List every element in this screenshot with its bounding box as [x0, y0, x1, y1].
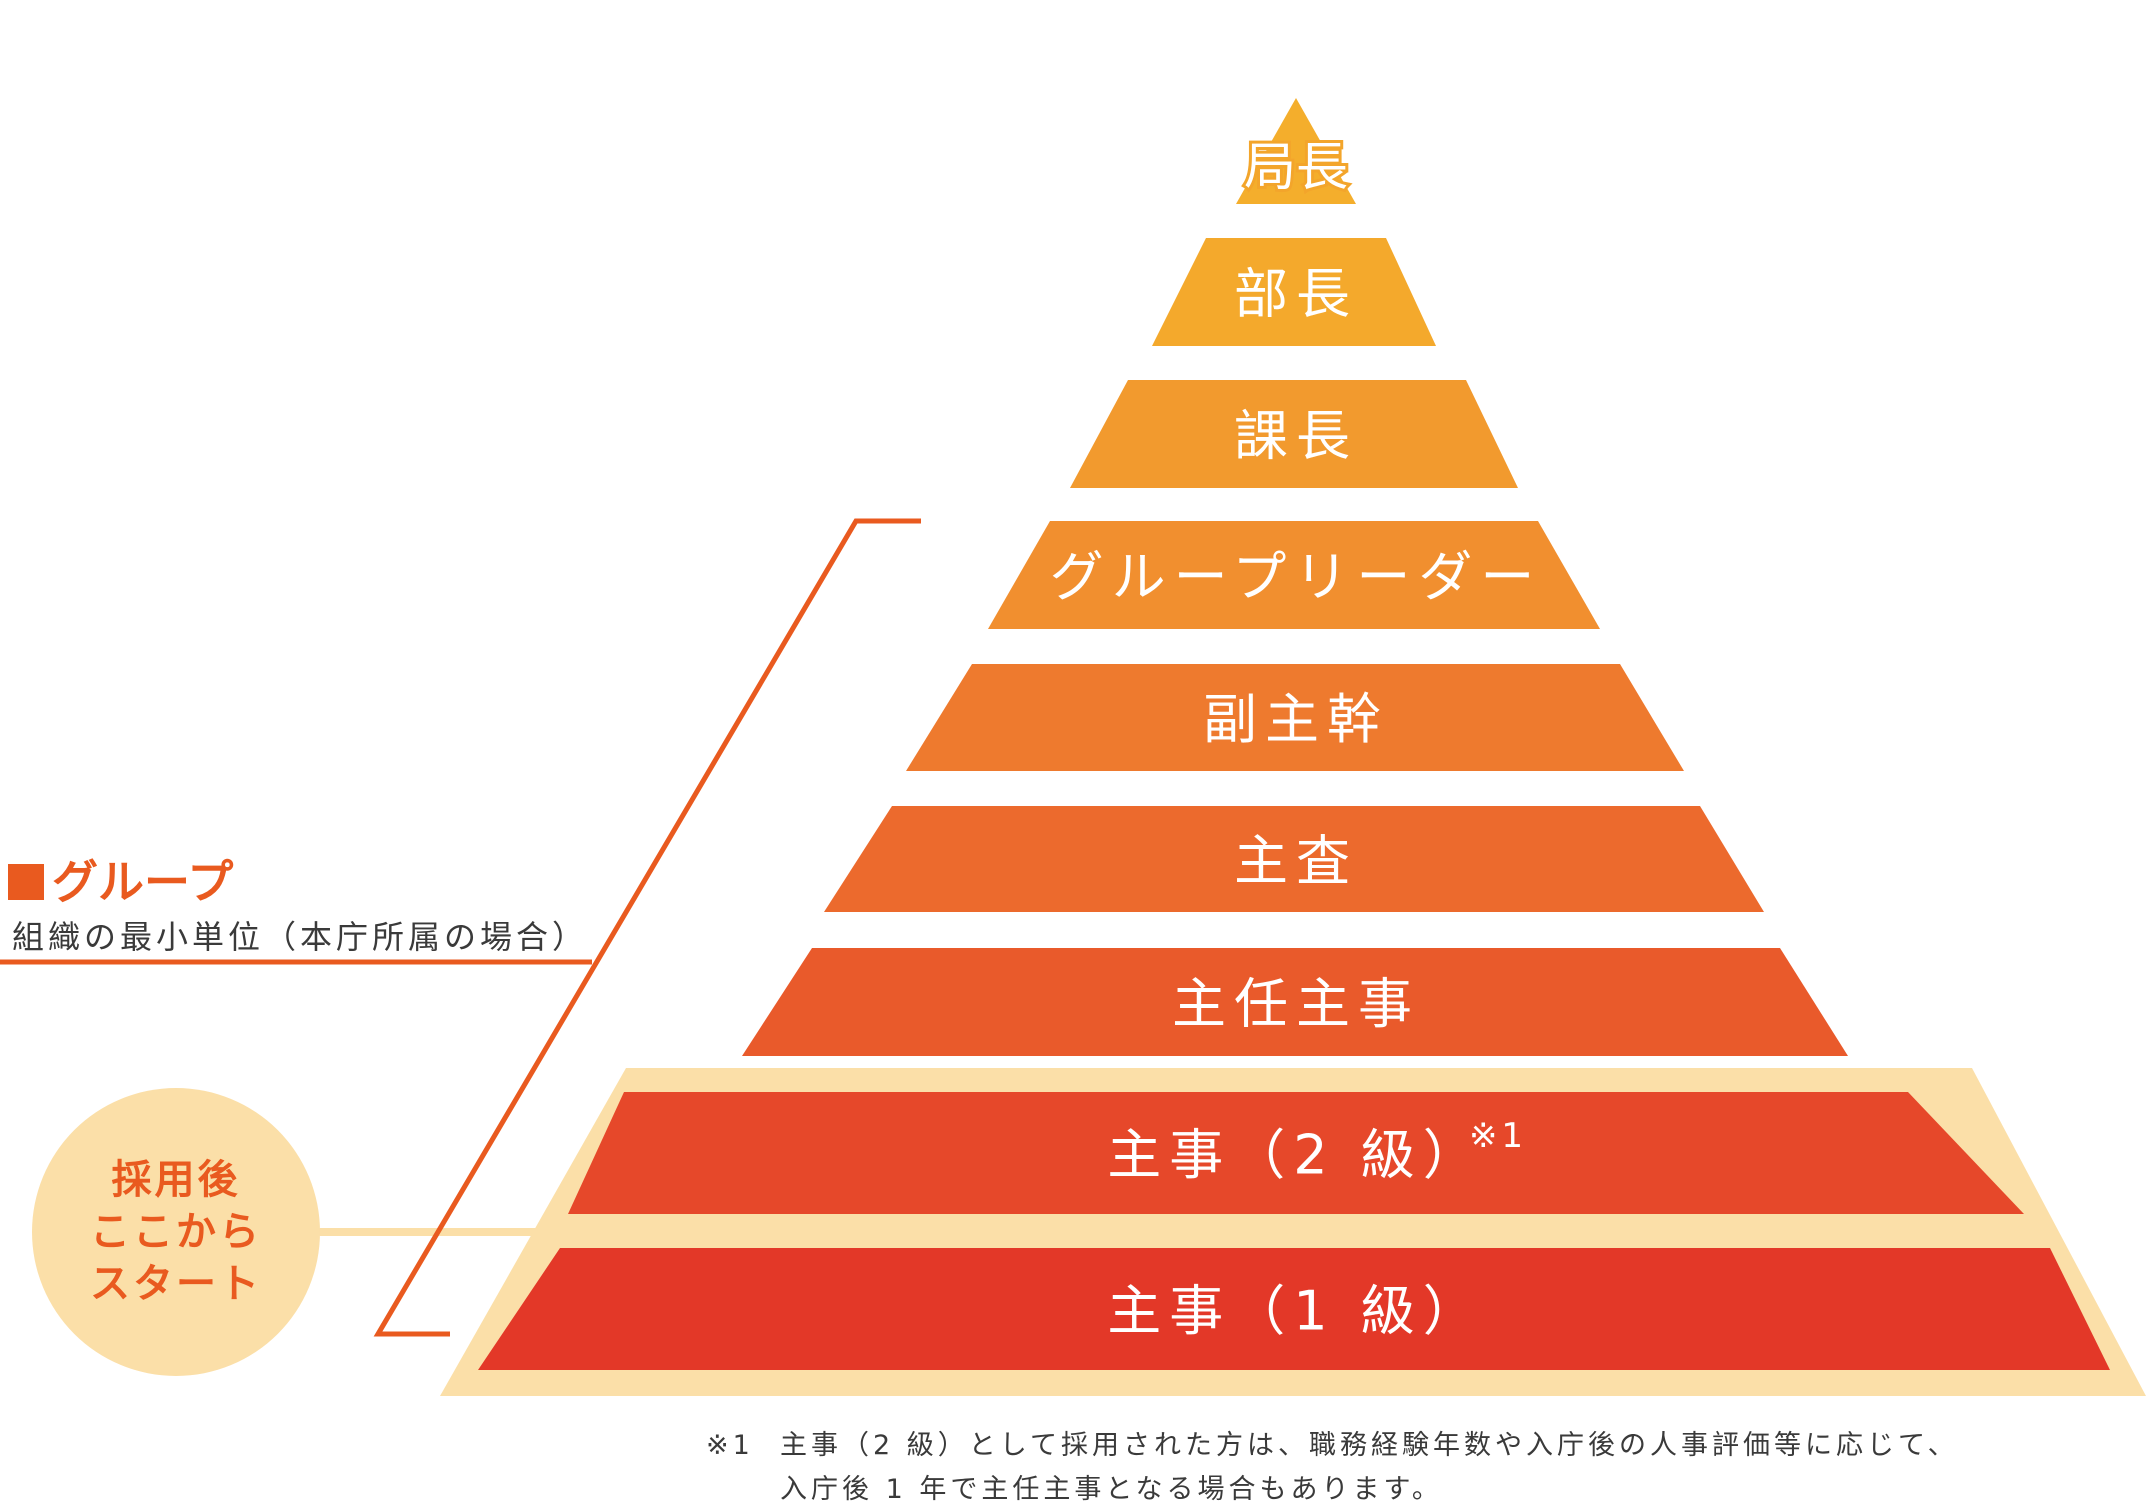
pyramid-tier: [478, 1248, 2110, 1370]
footnote-line-2: 入庁後 1 年で主任主事となる場合もあります。: [780, 1474, 1443, 1505]
pyramid-tier: [1152, 238, 1436, 346]
group-description: 組織の最小単位（本庁所属の場合）: [12, 918, 589, 956]
footnote: ※1 主事（2 級）として採用された方は、職務経験年数や入庁後の人事評価等に応じて…: [706, 1424, 1959, 1512]
group-title-text: グループ: [52, 855, 234, 909]
start-badge-line-3: スタート: [90, 1261, 262, 1307]
pyramid-tier: [988, 521, 1600, 629]
group-square-icon: [8, 864, 44, 900]
pyramid-tier-label: 課長: [1234, 405, 1358, 468]
pyramid-tier-label: 主査: [1234, 830, 1358, 893]
pyramid-tier-label: 主任主事: [1172, 973, 1420, 1036]
pyramid-tier-footnote-mark: ※1: [1469, 1116, 1527, 1156]
start-badge-line-2: ここから: [90, 1209, 262, 1255]
footnote-mark: ※1: [706, 1430, 754, 1461]
footnote-text-1: 主事（2 級）として採用された方は、職務経験年数や入庁後の人事評価等に応じて、: [780, 1430, 1959, 1461]
start-badge-line-1: 採用後: [111, 1157, 241, 1203]
group-title: グループ: [8, 846, 233, 912]
pyramid-tier: [824, 806, 1764, 912]
group-bracket: [373, 518, 921, 1337]
pyramid-tier: [1070, 380, 1518, 488]
pyramid-tier-label: 局長: [1244, 138, 1348, 198]
pyramid-tier-label: グループリーダー: [1050, 546, 1543, 609]
pyramid-tier: [1236, 98, 1356, 204]
pyramid-tier: [568, 1092, 2024, 1214]
footnote-line-1: ※1 主事（2 級）として採用された方は、職務経験年数や入庁後の人事評価等に応じて…: [706, 1424, 1959, 1468]
pyramid-tier: [906, 664, 1684, 771]
pyramid-tier: [742, 948, 1848, 1056]
pyramid-tier-label: 主事（2 級）: [1107, 1124, 1485, 1187]
pyramid-tier-label: 副主幹: [1203, 688, 1389, 751]
pyramid-tier-label: 主事（1 級）: [1107, 1280, 1485, 1343]
start-here-badge: 採用後 ここから スタート: [32, 1088, 320, 1376]
pyramid-tier-label: 部長: [1234, 263, 1358, 326]
